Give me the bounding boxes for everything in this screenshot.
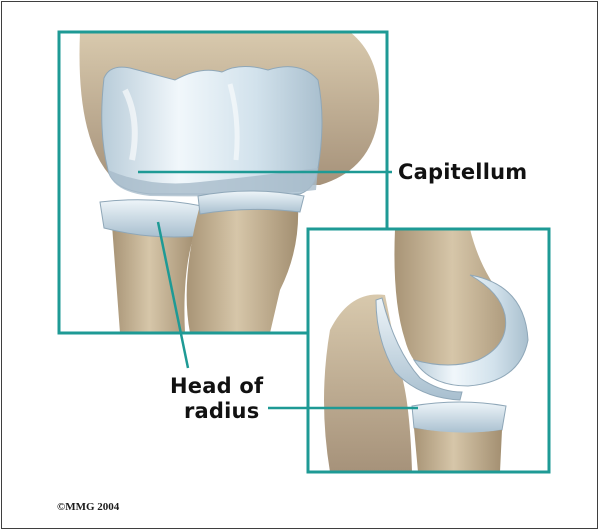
side-radius-head [412, 402, 506, 434]
head-of-radius-label-line1: Head of [170, 374, 300, 399]
head-of-radius-label-line2: radius [170, 399, 300, 424]
side-radius-shaft [414, 428, 502, 472]
radius-shaft [112, 225, 195, 333]
head-of-radius-label: Head of radius [170, 374, 300, 424]
side-view-panel [308, 229, 549, 472]
ulna-bone [187, 201, 299, 334]
copyright-notice: ©MMG 2004 [57, 501, 119, 513]
capitellum-label: Capitellum [398, 160, 527, 185]
